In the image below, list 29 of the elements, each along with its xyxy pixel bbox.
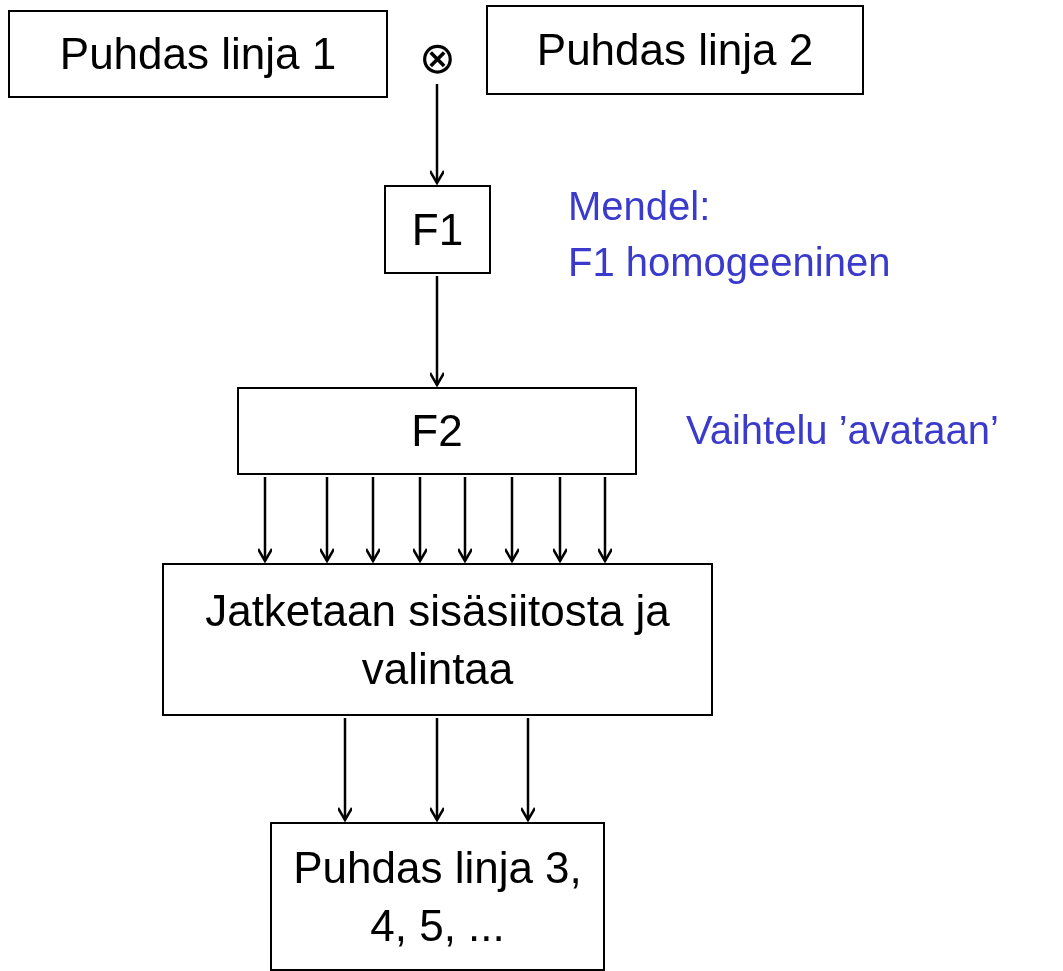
process-box (162, 563, 713, 716)
annotation-text: Mendel: (568, 183, 712, 230)
process-box (486, 5, 864, 95)
arrow (503, 477, 521, 563)
arrow (551, 477, 569, 563)
arrow (456, 477, 474, 563)
arrow (519, 718, 537, 822)
arrow (336, 718, 354, 822)
process-box (237, 387, 637, 475)
annotation-text: F1 homogeeninen (568, 239, 891, 286)
arrow (428, 276, 446, 387)
box-label: F1 (410, 203, 465, 256)
process-box (8, 10, 388, 98)
arrow (596, 477, 614, 563)
box-label: Jatketaan sisäsiitosta ja valintaa (204, 585, 671, 695)
arrow (256, 477, 274, 563)
box-label: F2 (410, 405, 464, 458)
arrow (428, 718, 446, 822)
arrow (411, 477, 429, 563)
box-label: Puhdas linja 3, 4, 5, ... (292, 842, 583, 952)
box-label: Puhdas linja 2 (535, 24, 815, 77)
arrow (318, 477, 336, 563)
arrow (428, 84, 446, 185)
box-label: Puhdas linja 1 (58, 28, 338, 81)
process-box (270, 822, 605, 971)
annotation-text: Vaihtelu ’avataan’ (686, 407, 999, 454)
cross-symbol: ⊗ (417, 32, 457, 85)
arrow (364, 477, 382, 563)
process-box (384, 185, 491, 274)
